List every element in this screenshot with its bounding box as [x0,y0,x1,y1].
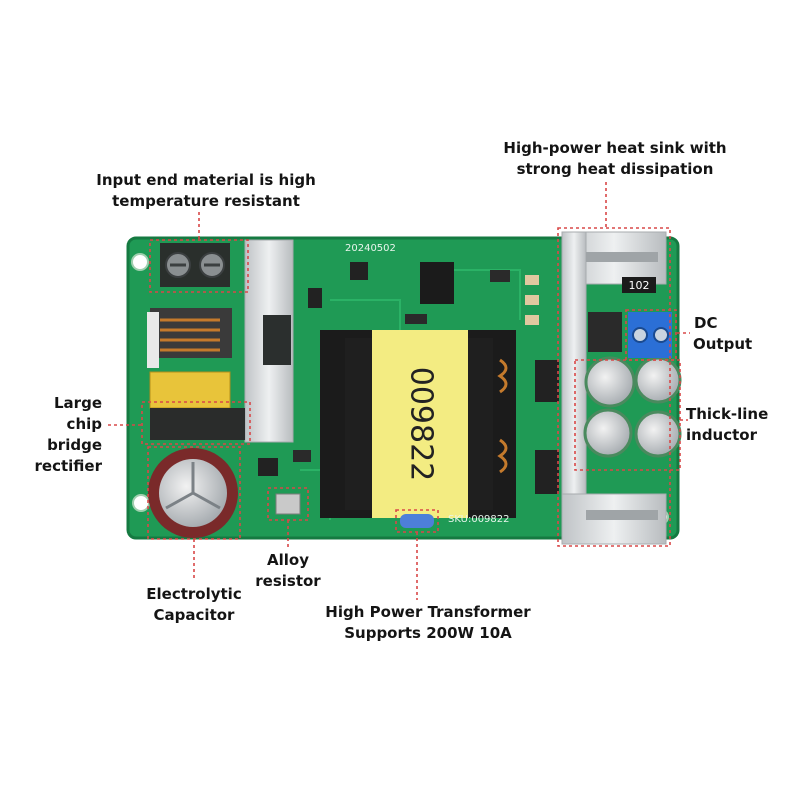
callout-line: Input end material is high [96,171,316,189]
smd-components [258,262,539,476]
callout-input-end: Input end material is high temperature r… [86,170,326,212]
callout-line: temperature resistant [112,192,300,210]
callout-line: Supports 200W 10A [344,624,512,642]
callout-line: Large [54,394,102,412]
power-mosfet [535,450,559,494]
callout-line: chip [66,415,102,433]
left-heat-sink [244,239,294,443]
transformer: 009822 [320,330,516,528]
mounting-hole [131,253,149,271]
callout-line: High Power Transformer [325,603,531,621]
sku-label: SKU:009822 [448,514,510,525]
output-capacitors [583,356,682,458]
right-heat-sink [561,231,667,545]
callout-line: DC [694,314,718,332]
callout-line: resistor [255,572,321,590]
callout-line: High-power heat sink with [503,139,727,157]
input-filter [147,308,232,368]
thick-line-inductor [588,312,622,352]
electrolytic-capacitor-icon [148,448,238,538]
callout-line: inductor [686,426,758,444]
callout-dc-output: DC Output [693,313,793,355]
blue-terminal-block-icon [628,312,672,358]
leader-lines [108,182,690,600]
callout-heat-sink: High-power heat sink with strong heat di… [495,138,735,180]
callout-line: Alloy [267,551,309,569]
screw-terminal-icon [160,243,230,287]
resistor-102: 102 [622,277,656,293]
callout-line: Capacitor [153,606,235,624]
power-mosfet [535,360,559,402]
callout-line: bridge [47,436,102,454]
callout-line: Output [693,335,753,353]
callout-bridge-rectifier: Large chip bridge rectifier [8,393,102,477]
callout-inductor: Thick-line inductor [686,404,796,446]
resistor-code: 102 [629,279,650,292]
callout-capacitor: Electrolytic Capacitor [134,584,254,626]
transformer-code: 009822 [404,367,439,482]
callout-line: Thick-line [686,405,769,423]
callout-line: strong heat dissipation [516,160,714,178]
callout-line: Electrolytic [146,585,242,603]
callout-line: rectifier [34,457,102,475]
callout-alloy-resistor: Alloy resistor [238,550,338,592]
date-code: 20240502 [345,243,396,254]
bridge-rectifier-chip [150,408,245,440]
callout-transformer: High Power Transformer Supports 200W 10A [308,602,548,644]
alloy-resistor [275,493,301,515]
mounting-hole [132,494,150,512]
